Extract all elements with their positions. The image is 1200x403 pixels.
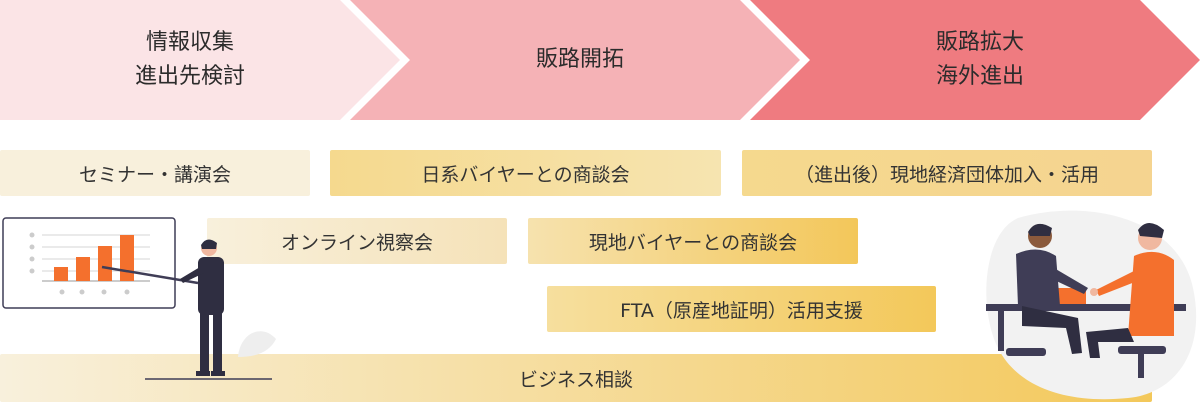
stage-chevron-2: [350, 0, 800, 120]
presenter-illustration: [2, 217, 276, 380]
stage-2-label: 販路開拓: [535, 47, 624, 72]
stage-3-label: 販路拡大 海外進出: [935, 30, 1024, 89]
seminar-bar: セミナー・講演会: [0, 150, 310, 196]
post-entry-association-bar: （進出後）現地経済団体加入・活用: [742, 150, 1152, 196]
stage-chevron-1: [0, 0, 400, 120]
stage-chevrons: [0, 0, 1200, 120]
local-buyer-meeting-bar: 現地バイヤーとの商談会: [528, 218, 858, 264]
fta-support-bar: FTA（原産地証明）活用支援: [547, 286, 936, 332]
handshake-illustration: [986, 210, 1197, 400]
stage-1-label: 情報収集 進出先検討: [134, 30, 245, 89]
japan-buyer-meeting-bar: 日系バイヤーとの商談会: [330, 150, 721, 196]
stage-chevron-3: [750, 0, 1200, 120]
business-consultation-bar: ビジネス相談: [0, 354, 1152, 402]
online-visit-bar: オンライン視察会: [207, 218, 507, 264]
